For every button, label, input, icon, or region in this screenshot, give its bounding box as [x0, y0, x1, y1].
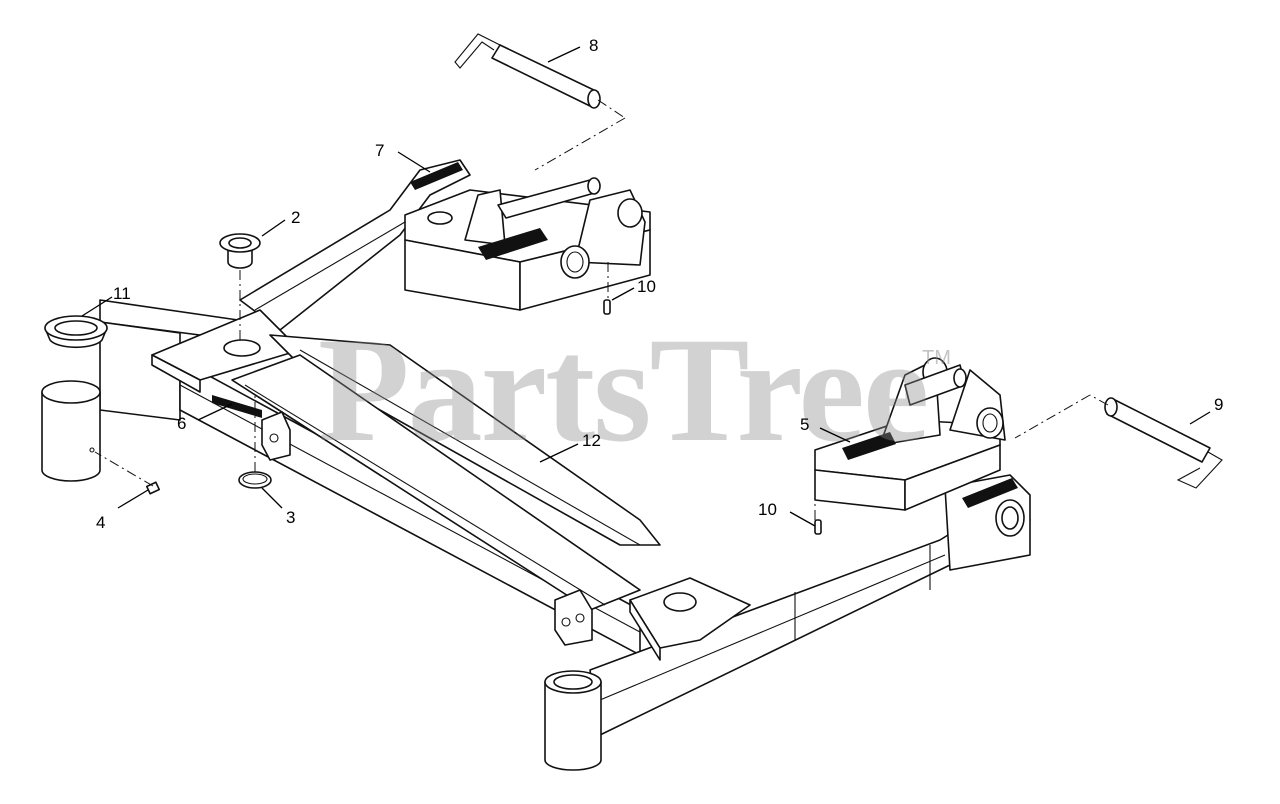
- bracket-5: [814, 357, 1006, 520]
- front-caster-tube: [544, 670, 602, 771]
- handle-pin-8: [454, 33, 626, 171]
- watermark-text: PartsTree: [318, 307, 927, 473]
- callout-8: 8: [589, 36, 598, 55]
- cap-11: [44, 315, 108, 349]
- decal-6: [212, 395, 262, 418]
- roll-pin-10-lower: [814, 519, 822, 535]
- rear-caster-tube: [41, 380, 101, 482]
- bolt-4: [94, 451, 161, 495]
- callout-2: 2: [291, 208, 300, 227]
- handle-pin-9: [1014, 394, 1223, 489]
- callout-4: 4: [96, 513, 105, 532]
- callout-9: 9: [1214, 395, 1223, 414]
- bushing-2: [219, 233, 261, 340]
- callout-6: 6: [177, 414, 186, 433]
- center-plate: [151, 309, 301, 393]
- callout-10-upper: 10: [637, 277, 656, 296]
- main-frame: [99, 299, 1031, 736]
- cross-beam-12: [231, 334, 661, 611]
- callout-3: 3: [286, 508, 295, 527]
- ring-3: [238, 395, 272, 489]
- front-pivot-plate: [554, 577, 751, 661]
- bracket-7: [404, 162, 651, 311]
- leader-lines: [81, 46, 1211, 527]
- tab-bracket: [261, 411, 291, 461]
- callout-7: 7: [375, 141, 384, 160]
- callout-10-lower: 10: [758, 500, 777, 519]
- callouts: 8 7 2 11 10 9 5 12 6 4 3 10: [96, 36, 1223, 532]
- upper-arm: [239, 159, 471, 331]
- callout-12: 12: [582, 431, 601, 450]
- callout-5: 5: [800, 415, 809, 434]
- callout-11: 11: [113, 284, 131, 303]
- watermark-trademark: TM: [922, 347, 951, 369]
- roll-pin-10-upper: [603, 299, 611, 315]
